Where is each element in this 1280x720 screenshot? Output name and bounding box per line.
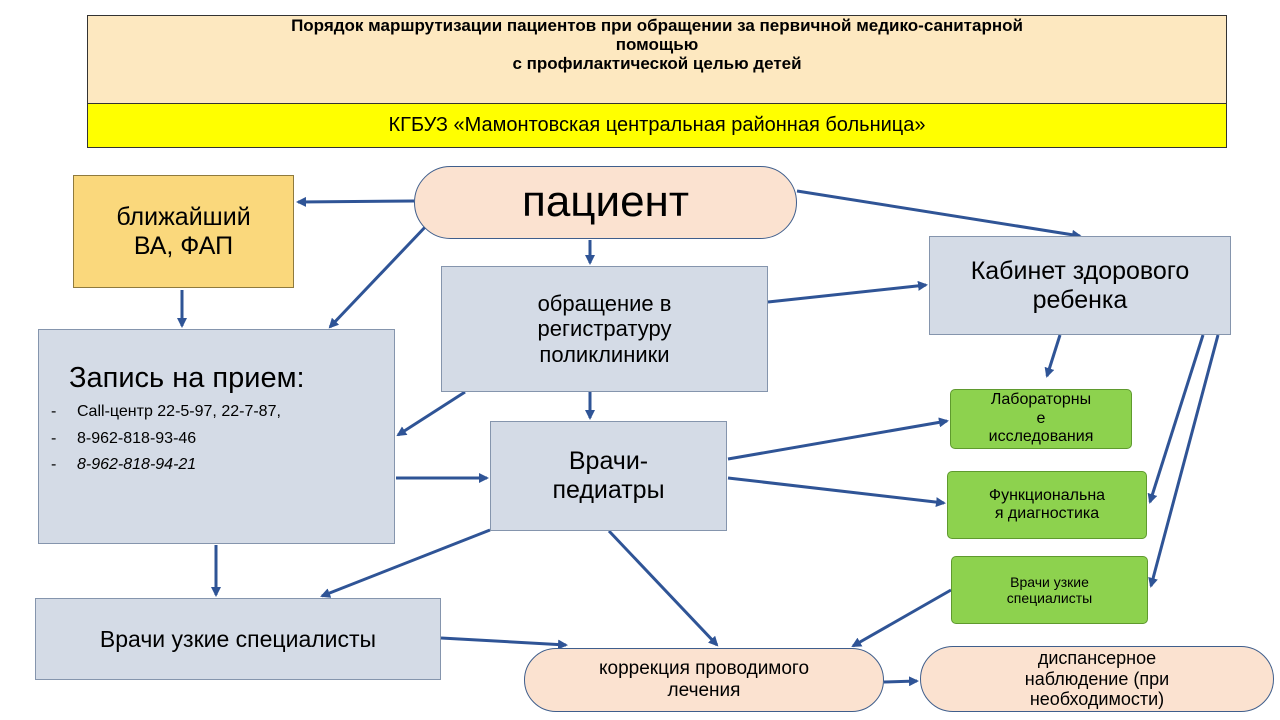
- dispensary-observation-node: диспансерное наблюдение (при необходимос…: [920, 646, 1274, 712]
- dispensary-line-2: наблюдение (при: [1024, 668, 1170, 689]
- treatment-correction-node: коррекция проводимого лечения: [524, 648, 884, 712]
- lab-line-2: е: [1036, 409, 1046, 427]
- pediatricians-node: Врачи- педиатры: [490, 421, 727, 531]
- contact-text: Call-центр 22-5-97, 22-7-87,: [77, 403, 281, 421]
- diagram-title: Порядок маршрутизации пациентов при обра…: [87, 15, 1227, 109]
- arrow-registry-to-cabinet: [767, 280, 928, 304]
- registry-node: обращение в регистратуру поликлиники: [441, 266, 768, 392]
- pediatr-line-1: Врачи-: [568, 447, 649, 476]
- arrow-patient-to-fap: [296, 196, 415, 207]
- correction-line-1: коррекция проводимого: [598, 658, 810, 680]
- healthy-child-cabinet-node: Кабинет здорового ребенка: [929, 236, 1231, 335]
- bullet-dash: -: [51, 429, 57, 447]
- arrow-pediatr-to-correction: [607, 529, 719, 647]
- lab-line-1: Лабораторны: [990, 391, 1092, 409]
- arrow-correction-to-dispensary: [883, 676, 919, 687]
- arrow-cabinet-to-func: [1147, 334, 1205, 504]
- dispensary-line-1: диспансерное: [1037, 647, 1157, 668]
- patient-node: пациент: [414, 166, 797, 239]
- hospital-name-banner: КГБУЗ «Мамонтовская центральная районная…: [87, 103, 1227, 148]
- title-line-3: с профилактической целью детей: [512, 54, 802, 74]
- arrow-pediatr-to-func: [727, 476, 946, 508]
- pediatr-line-2: педиатры: [552, 476, 665, 504]
- lab-tests-node: Лабораторны е исследования: [950, 389, 1132, 449]
- contact-item: - 8-962-818-94-21: [51, 456, 281, 474]
- arrow-registry-to-appointment: [396, 390, 466, 437]
- narrow-right-line-2: специалисты: [1006, 590, 1093, 606]
- arrow-cabinet-to-lab: [1044, 334, 1062, 378]
- appointment-node: Запись на прием: - Call-центр 22-5-97, 22…: [38, 329, 395, 544]
- dispensary-line-3: необходимости): [1029, 689, 1165, 710]
- title-line-2: помощью: [615, 35, 699, 55]
- registry-line-3: поликлиники: [539, 341, 670, 367]
- appointment-heading: Запись на прием:: [69, 362, 305, 394]
- arrow-narrow-right-to-correction: [851, 588, 952, 648]
- arrow-pediatr-to-narrow-left: [320, 528, 491, 598]
- narrow-left-label: Врачи узкие специалисты: [99, 625, 377, 652]
- title-line-1: Порядок маршрутизации пациентов при обра…: [291, 16, 1023, 35]
- fap-line-1: ближайший: [116, 202, 251, 231]
- narrow-specialists-green-node: Врачи узкие специалисты: [951, 556, 1148, 624]
- nearest-fap-node: ближайший ВА, ФАП: [73, 175, 294, 288]
- fap-line-2: ВА, ФАП: [133, 231, 234, 260]
- arrow-cabinet-to-narrow-right: [1148, 334, 1220, 588]
- contact-text: 8-962-818-94-21: [77, 456, 197, 474]
- cabinet-line-2: ребенка: [1032, 285, 1128, 314]
- arrow-patient-to-cabinet: [796, 189, 1082, 240]
- bullet-dash: -: [51, 403, 57, 421]
- registry-line-1: обращение в: [537, 291, 672, 317]
- registry-line-2: регистратуру: [537, 316, 672, 342]
- func-line-2: я диагностика: [994, 505, 1100, 522]
- lab-line-3: исследования: [988, 428, 1094, 446]
- patient-label: пациент: [522, 177, 689, 227]
- arrow-narrow-left-to-correction: [440, 636, 568, 650]
- contact-item: - Call-центр 22-5-97, 22-7-87,: [51, 403, 281, 421]
- arrow-pediatr-to-lab: [727, 417, 949, 461]
- contact-item: - 8-962-818-93-46: [51, 430, 281, 448]
- functional-diagnostics-node: Функциональна я диагностика: [947, 471, 1147, 539]
- narrow-specialists-node: Врачи узкие специалисты: [35, 598, 441, 680]
- correction-line-2: лечения: [667, 680, 741, 701]
- appointment-contacts-list: - Call-центр 22-5-97, 22-7-87, - 8-962-818…: [39, 403, 281, 482]
- bullet-dash: -: [51, 456, 57, 474]
- arrow-patient-to-appointment: [328, 222, 430, 329]
- func-line-1: Функциональна: [988, 486, 1106, 504]
- hospital-name: КГБУЗ «Мамонтовская центральная районная…: [388, 114, 926, 136]
- cabinet-line-1: Кабинет здорового: [970, 256, 1190, 285]
- narrow-right-line-1: Врачи узкие: [1010, 573, 1089, 590]
- contact-text: 8-962-818-93-46: [77, 429, 197, 447]
